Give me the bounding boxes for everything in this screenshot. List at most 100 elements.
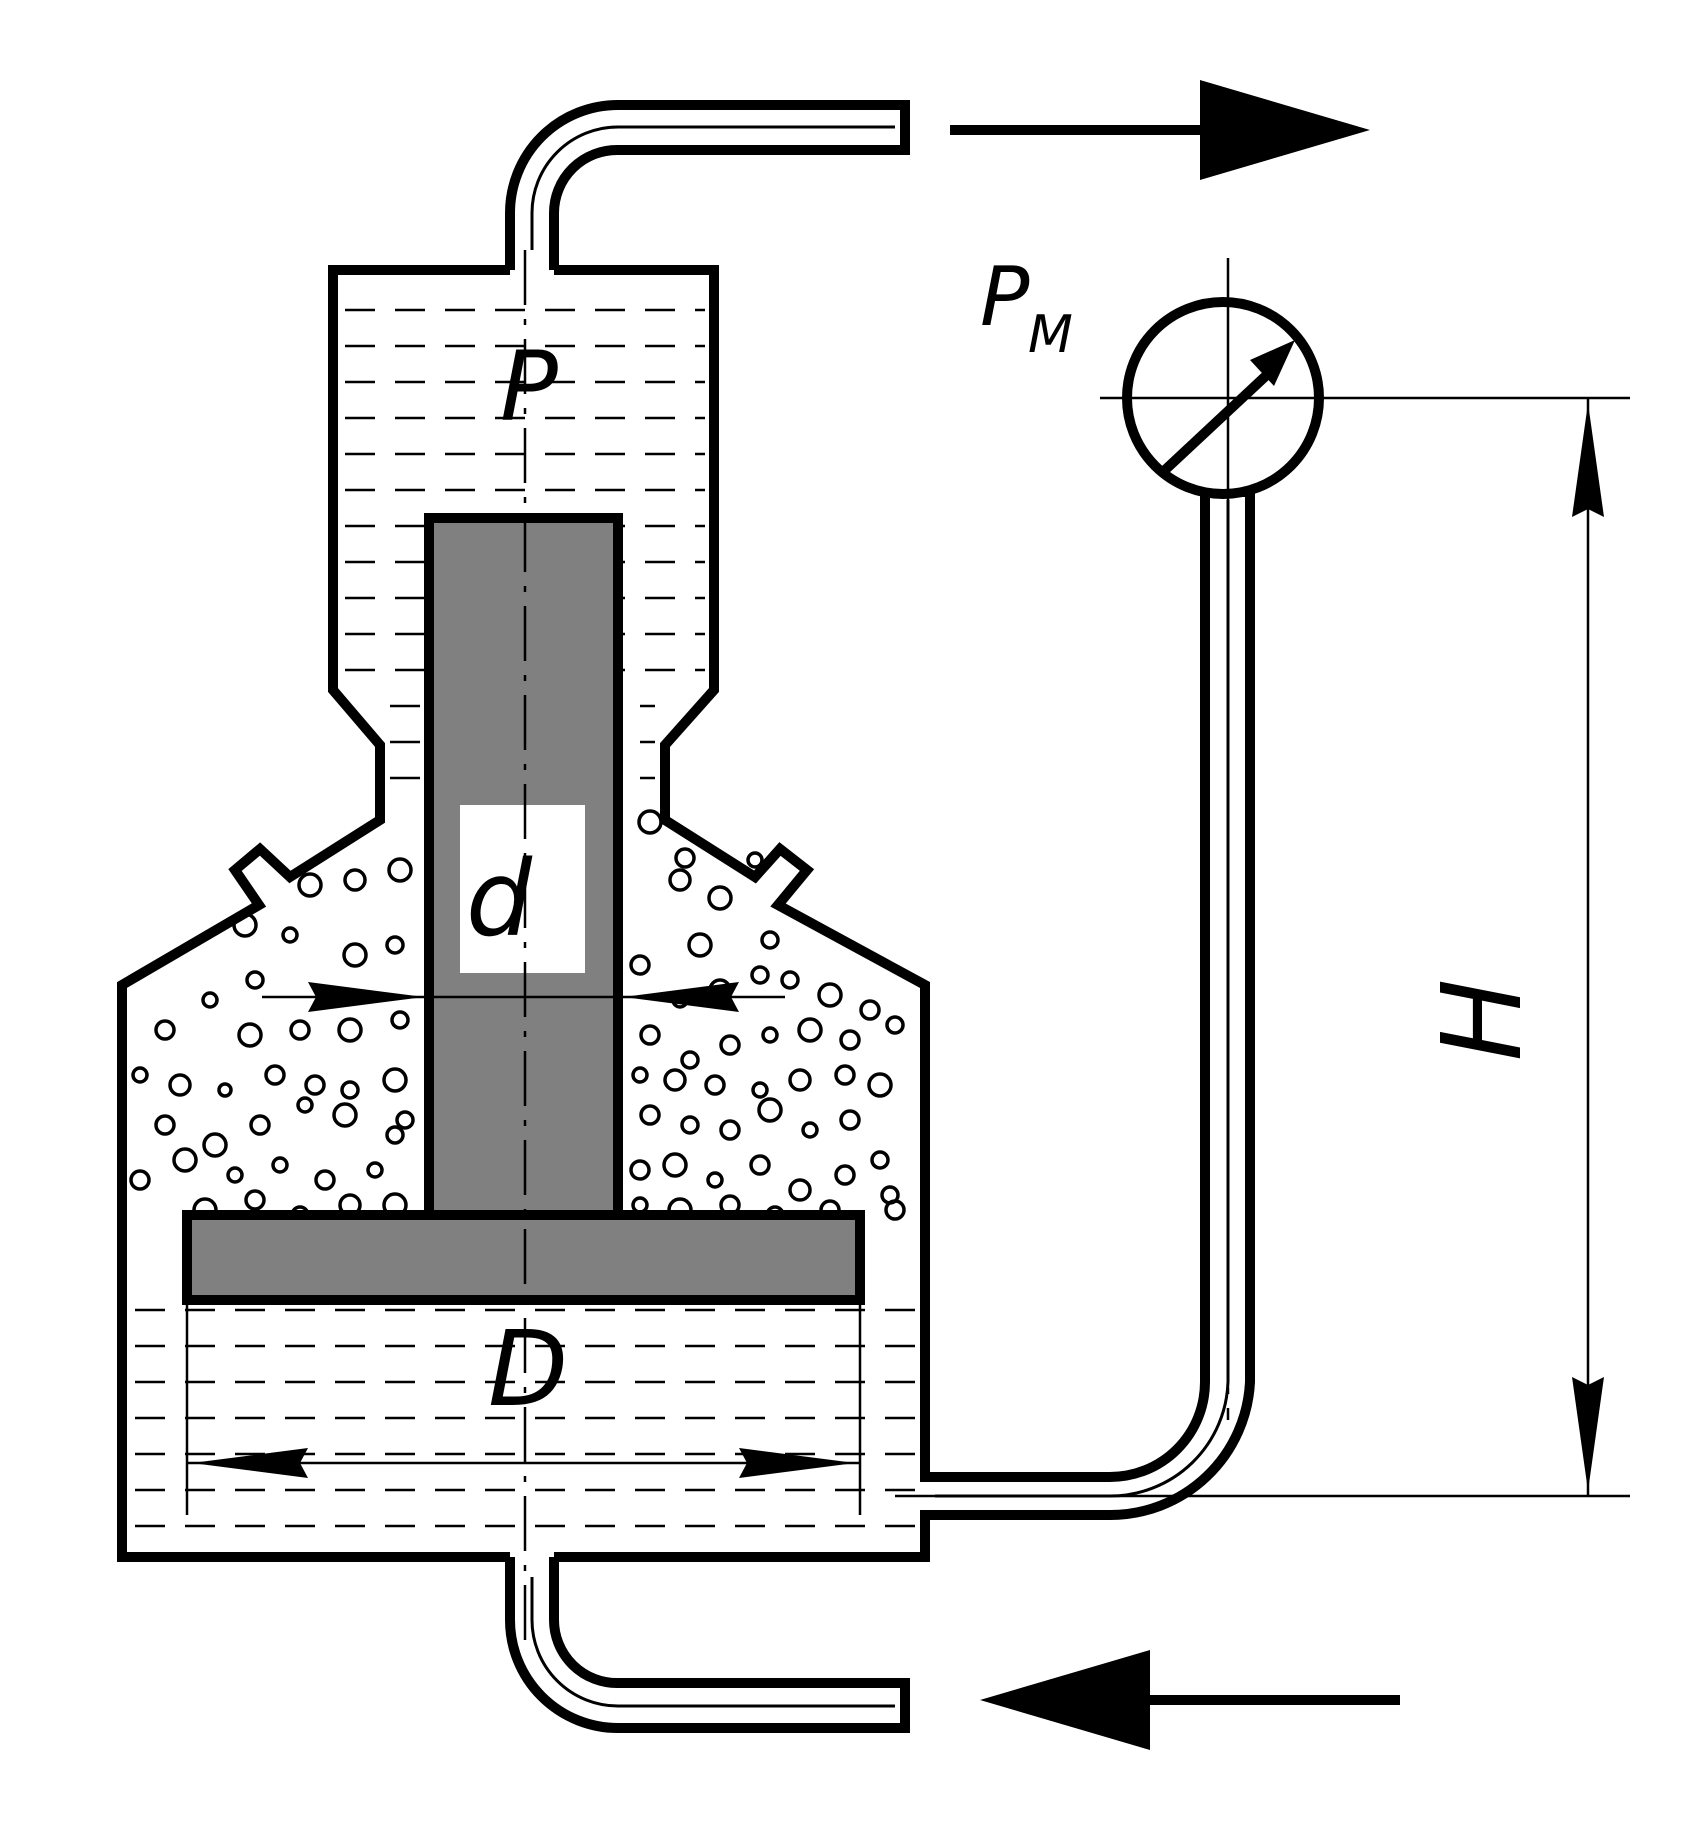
- gas-bubble: [884, 1199, 906, 1221]
- gas-bubble: [172, 1147, 198, 1173]
- gas-bubble: [390, 1010, 410, 1030]
- gas-bubble: [314, 1169, 336, 1191]
- inlet-pipe-outer: [505, 1557, 910, 1733]
- outlet-pipe-outer: [505, 100, 910, 270]
- gas-bubble: [264, 1064, 286, 1086]
- dimension-D-arrow-right: [739, 1448, 855, 1478]
- vessel-outline-bottom-right: [554, 1510, 1110, 1562]
- gas-bubble: [750, 965, 770, 985]
- gas-bubble: [801, 1121, 819, 1139]
- gas-bubble: [788, 1178, 812, 1202]
- gas-bubble: [129, 1169, 151, 1191]
- gas-bubble: [680, 1050, 700, 1070]
- label-height-H: H: [1418, 979, 1546, 1062]
- gas-bubble: [366, 1161, 384, 1179]
- gas-bubble: [859, 999, 881, 1021]
- label-large-diameter-D: D: [488, 1308, 568, 1430]
- gas-bubble: [342, 942, 368, 968]
- gas-bubble: [168, 1073, 192, 1097]
- gas-bubble: [637, 809, 663, 835]
- gas-bubble: [131, 1066, 149, 1084]
- gas-bubble: [154, 1114, 176, 1136]
- gas-bubble: [674, 847, 696, 869]
- gas-bubble: [382, 1067, 408, 1093]
- gas-bubble: [202, 1132, 228, 1158]
- gas-bubble: [760, 930, 780, 950]
- gas-bubble: [332, 1102, 358, 1128]
- gas-bubble: [751, 1081, 769, 1099]
- piston-plate-large-diameter: [182, 1210, 865, 1305]
- gas-bubble: [834, 1164, 856, 1186]
- gas-bubble: [746, 851, 764, 869]
- gas-bubble: [757, 1097, 783, 1123]
- outflow-arrow-head: [1200, 80, 1370, 180]
- gas-bubble: [707, 885, 733, 911]
- gas-bubble: [271, 1156, 289, 1174]
- inflow-arrow-head: [980, 1650, 1150, 1750]
- vessel-outline-left: [117, 265, 510, 1562]
- gas-bubble: [662, 1152, 688, 1178]
- label-pressure-p: P: [500, 331, 558, 443]
- gas-bubble: [631, 1066, 649, 1084]
- gas-bubble: [704, 1074, 726, 1096]
- gas-bubble: [249, 1114, 271, 1136]
- gas-bubble: [680, 1115, 700, 1135]
- gas-bubble: [226, 1166, 244, 1184]
- dimension-H-arrow-bottom: [1572, 1377, 1604, 1491]
- gas-bubble: [797, 1017, 823, 1043]
- gas-bubble: [343, 868, 367, 892]
- gas-bubble: [631, 1196, 649, 1214]
- gas-bubble: [749, 1154, 771, 1176]
- label-gauge-pressure-subscript: M: [1028, 305, 1073, 365]
- gas-bubble: [719, 1034, 741, 1056]
- gas-bubbles: [129, 809, 906, 1225]
- vessel-outline-right: [554, 265, 1110, 1482]
- gas-bubble: [629, 1159, 651, 1181]
- gas-bubble: [337, 1017, 363, 1043]
- gas-bubble: [385, 1125, 405, 1145]
- gas-bubble: [629, 954, 651, 976]
- gas-bubble: [706, 1171, 724, 1189]
- gas-bubble: [780, 970, 800, 990]
- gas-bubble: [304, 1074, 326, 1096]
- gauge-tube: [925, 487, 1255, 1521]
- gas-bubble: [297, 872, 323, 898]
- gas-bubble: [788, 1068, 812, 1092]
- inlet-pipe-inner-line: [530, 1577, 895, 1708]
- gas-bubble: [761, 1026, 779, 1044]
- dimension-d-arrow-right: [623, 982, 739, 1012]
- gas-bubble: [870, 1150, 890, 1170]
- gas-bubble: [839, 1029, 861, 1051]
- label-box-d: [460, 805, 585, 973]
- gas-bubble: [395, 1110, 415, 1130]
- gas-bubble: [719, 1119, 741, 1141]
- gas-bubble: [668, 868, 692, 892]
- outlet-pipe-inner-line: [530, 125, 895, 250]
- gas-bubble: [817, 982, 843, 1008]
- gas-bubble: [154, 1019, 176, 1041]
- label-small-diameter-d: d: [466, 838, 533, 960]
- gas-bubble: [340, 1080, 360, 1100]
- dimension-D-arrow-left: [192, 1448, 308, 1478]
- gauge-needle-head: [1250, 340, 1295, 386]
- gas-bubble: [385, 935, 405, 955]
- gas-bubble: [289, 1019, 311, 1041]
- gas-bubble: [201, 991, 219, 1009]
- gas-bubble: [245, 970, 265, 990]
- gas-bubble: [237, 1022, 263, 1048]
- gas-bubble: [281, 926, 299, 944]
- gas-bubble: [687, 932, 713, 958]
- label-gauge-pressure-p: P: [980, 250, 1030, 345]
- gas-bubble: [387, 857, 413, 883]
- gas-bubble: [834, 1064, 856, 1086]
- dimension-d-arrow-left: [308, 982, 424, 1012]
- gas-bubble: [663, 1068, 687, 1092]
- gas-bubble: [639, 1104, 661, 1126]
- gauge-needle: [1161, 368, 1274, 474]
- gas-bubble: [839, 1109, 861, 1131]
- gas-bubble: [296, 1096, 314, 1114]
- gas-bubble: [639, 1024, 661, 1046]
- gas-bubble: [244, 1189, 266, 1211]
